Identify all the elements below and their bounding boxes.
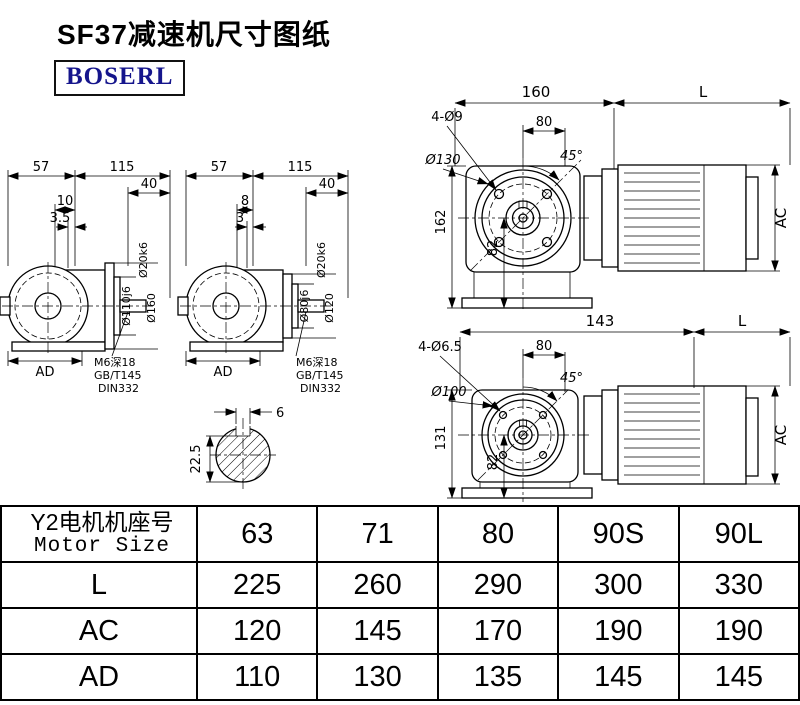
table-cell: 145 <box>557 653 680 701</box>
motor-fins <box>624 165 705 271</box>
holes-label: 4-Ø9 <box>431 110 462 125</box>
note-din: DIN332 <box>300 382 341 395</box>
view-front-large: 45° 160 L 4-Ø9 80 Ø130 162 <box>424 83 791 312</box>
dim-label-143: 143 <box>586 312 615 330</box>
table-cell-size: 90S <box>557 505 680 563</box>
dim-label-22-5: 22.5 <box>189 445 204 474</box>
dia-label-shaft: Ø20k6 <box>315 242 328 278</box>
dim-label-57: 57 <box>33 160 50 175</box>
dim-label-l: L <box>699 83 708 101</box>
table-cell: 130 <box>316 653 439 701</box>
angle-label-45: 45° <box>560 149 583 164</box>
table-cell: 120 <box>195 607 319 655</box>
dim-label-3-5: 3.5 <box>50 211 71 226</box>
dia-label-hub: Ø110j6 <box>120 286 133 326</box>
dim-label-131: 131 <box>434 426 449 451</box>
table-cell: 330 <box>677 561 800 609</box>
table-cell-size: 80 <box>436 505 560 563</box>
row-label: L <box>0 561 198 609</box>
note-m6: M6深18 <box>94 356 136 369</box>
row-label: AD <box>0 653 198 701</box>
note-din: DIN332 <box>98 382 139 395</box>
table-row-l: L 225 260 290 300 330 <box>0 561 800 609</box>
table-cell: 290 <box>436 561 560 609</box>
dim-label-57: 57 <box>211 160 228 175</box>
dim-label-82: 82 <box>486 454 501 471</box>
dim-label-8: 8 <box>241 194 249 209</box>
motor-size-header: Y2电机机座号 Motor Size <box>0 505 198 563</box>
brand-text: BOSERL <box>66 63 174 90</box>
dim-label-115: 115 <box>110 160 135 175</box>
dia-label-circle: Ø130 <box>424 153 460 168</box>
motor-fins <box>624 386 705 484</box>
dia-label-hub: Ø80j6 <box>298 290 311 323</box>
table-cell: 190 <box>677 607 800 655</box>
dim-label-82: 82 <box>486 240 501 257</box>
view-side-large: 57 115 40 10 3.5 <box>0 160 171 395</box>
note-m6: M6深18 <box>296 356 338 369</box>
dim-label-ad: AD <box>214 365 233 380</box>
dim-label-ac: AC <box>772 208 790 228</box>
dim-label-115: 115 <box>288 160 313 175</box>
table-cell: 145 <box>316 607 439 655</box>
table-cell: 145 <box>677 653 800 701</box>
table-cell: 190 <box>557 607 680 655</box>
dim-label-162: 162 <box>434 210 449 235</box>
table-cell: 260 <box>316 561 439 609</box>
note-gbt: GB/T145 <box>94 369 142 382</box>
shaft-cross-section: 6 22.5 <box>189 406 284 492</box>
table-cell-size: 63 <box>195 505 319 563</box>
dim-label-40: 40 <box>141 177 158 192</box>
motor-dimension-table: Y2电机机座号 Motor Size 63 71 80 90S 90L L 22… <box>0 505 800 701</box>
table-cell: 135 <box>436 653 560 701</box>
holes-label: 4-Ø6.5 <box>418 340 462 355</box>
dia-label-flange: Ø120 <box>323 293 336 323</box>
view-side-small: 57 115 40 8 3 Ø20k6 <box>177 160 349 395</box>
table-row-ad: AD 110 130 135 145 145 <box>0 653 800 701</box>
row-label: AC <box>0 607 198 655</box>
table-header-row: Y2电机机座号 Motor Size 63 71 80 90S 90L <box>0 505 800 563</box>
table-row-ac: AC 120 145 170 190 190 <box>0 607 800 655</box>
dia-label-circle: Ø100 <box>430 385 466 400</box>
view-front-small: 45° 143 L 4-Ø6.5 80 Ø100 131 <box>418 312 791 502</box>
table-cell: 110 <box>195 653 319 701</box>
table-cell: 170 <box>436 607 560 655</box>
technical-drawing-canvas: 57 115 40 10 3.5 <box>0 83 791 502</box>
dim-label-40: 40 <box>319 177 336 192</box>
motor-size-header-cn: Y2电机机座号 <box>30 509 174 535</box>
dim-label-ac: AC <box>772 425 790 445</box>
dia-label-flange: Ø160 <box>145 293 158 323</box>
table-cell-size: 71 <box>316 505 439 563</box>
dim-label-80: 80 <box>536 115 553 130</box>
dim-label-80: 80 <box>536 339 553 354</box>
page-title: SF37减速机尺寸图纸 <box>57 19 331 50</box>
table-cell-size: 90L <box>677 505 800 563</box>
note-gbt: GB/T145 <box>296 369 344 382</box>
dia-label-shaft: Ø20k6 <box>137 242 150 278</box>
dim-label-ad: AD <box>36 365 55 380</box>
table-cell: 300 <box>557 561 680 609</box>
dim-label-l: L <box>738 312 747 330</box>
table-cell: 225 <box>195 561 319 609</box>
angle-label-45: 45° <box>560 371 583 386</box>
dim-label-160: 160 <box>522 83 551 101</box>
dim-label-10: 10 <box>57 194 74 209</box>
motor-size-header-en: Motor Size <box>33 535 171 558</box>
dim-label-3: 3 <box>236 211 244 226</box>
dim-label-key-width: 6 <box>276 406 284 421</box>
brand-logo: BOSERL <box>54 60 186 96</box>
